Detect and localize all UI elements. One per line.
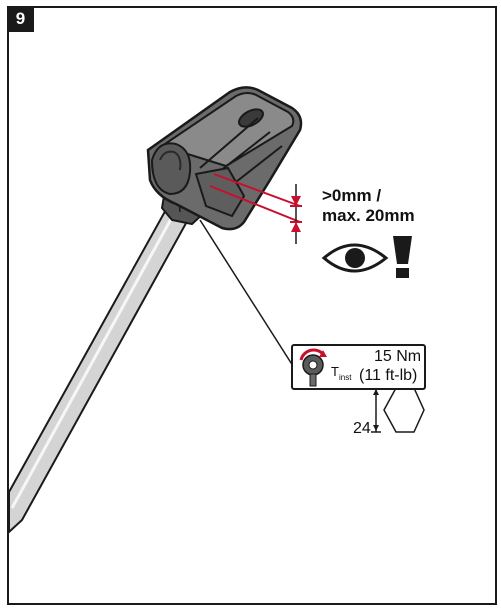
- torque-value: 15 Nm: [374, 348, 422, 365]
- step-number-badge: 9: [7, 6, 34, 32]
- eye-icon: [321, 243, 389, 273]
- torque-wrench-icon: [299, 348, 327, 387]
- gap-indicator: [209, 173, 302, 244]
- gap-min-label: >0mm /: [322, 186, 382, 205]
- threaded-rod: [8, 204, 192, 535]
- mounting-bracket: [146, 86, 303, 231]
- torque-spec-box: T inst 15 Nm (11 ft-lb): [291, 344, 426, 390]
- torque-symbol: T: [331, 364, 339, 379]
- exclamation-icon: [393, 236, 412, 278]
- torque-imperial-value: (11 ft-lb): [359, 367, 418, 384]
- leader-line: [199, 219, 294, 367]
- wrench-size-label: 24: [353, 420, 371, 437]
- hex-nut-icon: [371, 387, 425, 433]
- gap-max-label: max. 20mm: [322, 206, 415, 225]
- torque-symbol-subscript: inst: [339, 373, 352, 382]
